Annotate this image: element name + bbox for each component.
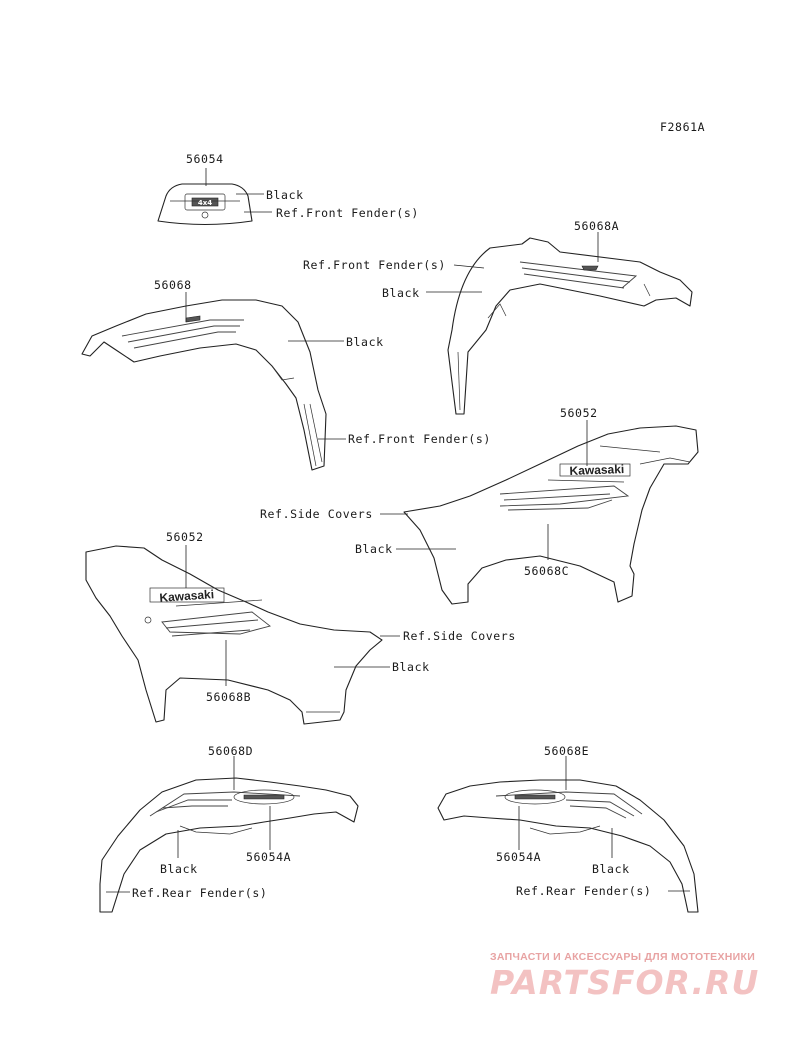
diagram-code: F2861A xyxy=(660,120,706,134)
badge-4x4-text: 4x4 xyxy=(198,199,212,207)
label-56052-left: 56052 xyxy=(166,530,204,544)
label-56054-black: Black xyxy=(266,188,304,202)
front-fender-left-56068 xyxy=(81,299,327,471)
label-56068A-black: Black xyxy=(382,286,420,300)
label-56068C: 56068C xyxy=(524,564,570,578)
label-ref-side-covers-right: Ref.Side Covers xyxy=(260,507,373,521)
front-emblem-56054 xyxy=(157,183,253,226)
label-56068-ref-front-fender: Ref.Front Fender(s) xyxy=(348,432,491,446)
label-ref-side-covers-left: Ref.Side Covers xyxy=(403,629,516,643)
label-56068-black: Black xyxy=(346,335,384,349)
label-56054A-right: 56054A xyxy=(496,850,542,864)
label-56068A: 56068A xyxy=(574,219,620,233)
label-side-black-left: Black xyxy=(392,660,430,674)
side-cover-right-56068C xyxy=(403,425,699,605)
label-56068D: 56068D xyxy=(208,744,254,758)
watermark-subtitle: ЗАПЧАСТИ И АКСЕССУАРЫ ДЛЯ МОТОТЕХНИКИ xyxy=(490,951,756,963)
label-rear-right-black: Black xyxy=(592,862,630,876)
label-56054A-left: 56054A xyxy=(246,850,292,864)
label-56068E: 56068E xyxy=(544,744,590,758)
label-rear-right-ref-rear-fender: Ref.Rear Fender(s) xyxy=(516,884,652,898)
rear-fender-right-56068E xyxy=(437,779,699,913)
watermark-logo: PARTSFOR.RU xyxy=(490,963,760,1002)
brand-text-right: Kawasaki xyxy=(569,462,624,478)
label-56054-ref-front-fender: Ref.Front Fender(s) xyxy=(276,206,419,220)
label-56052-right: 56052 xyxy=(560,406,598,420)
label-56068: 56068 xyxy=(154,278,192,292)
label-rear-left-black: Black xyxy=(160,862,198,876)
side-cover-left-56068B xyxy=(85,545,383,725)
label-56068B: 56068B xyxy=(206,690,252,704)
front-fender-right-56068A xyxy=(447,237,693,415)
rear-fender-left-56068D xyxy=(99,777,359,913)
label-56068A-ref-front-fender: Ref.Front Fender(s) xyxy=(303,258,446,272)
label-rear-left-ref-rear-fender: Ref.Rear Fender(s) xyxy=(132,886,268,900)
brand-text-left: Kawasaki xyxy=(159,587,215,605)
label-56054: 56054 xyxy=(186,152,224,166)
label-side-black-right: Black xyxy=(355,542,393,556)
leader-lines xyxy=(106,168,690,893)
